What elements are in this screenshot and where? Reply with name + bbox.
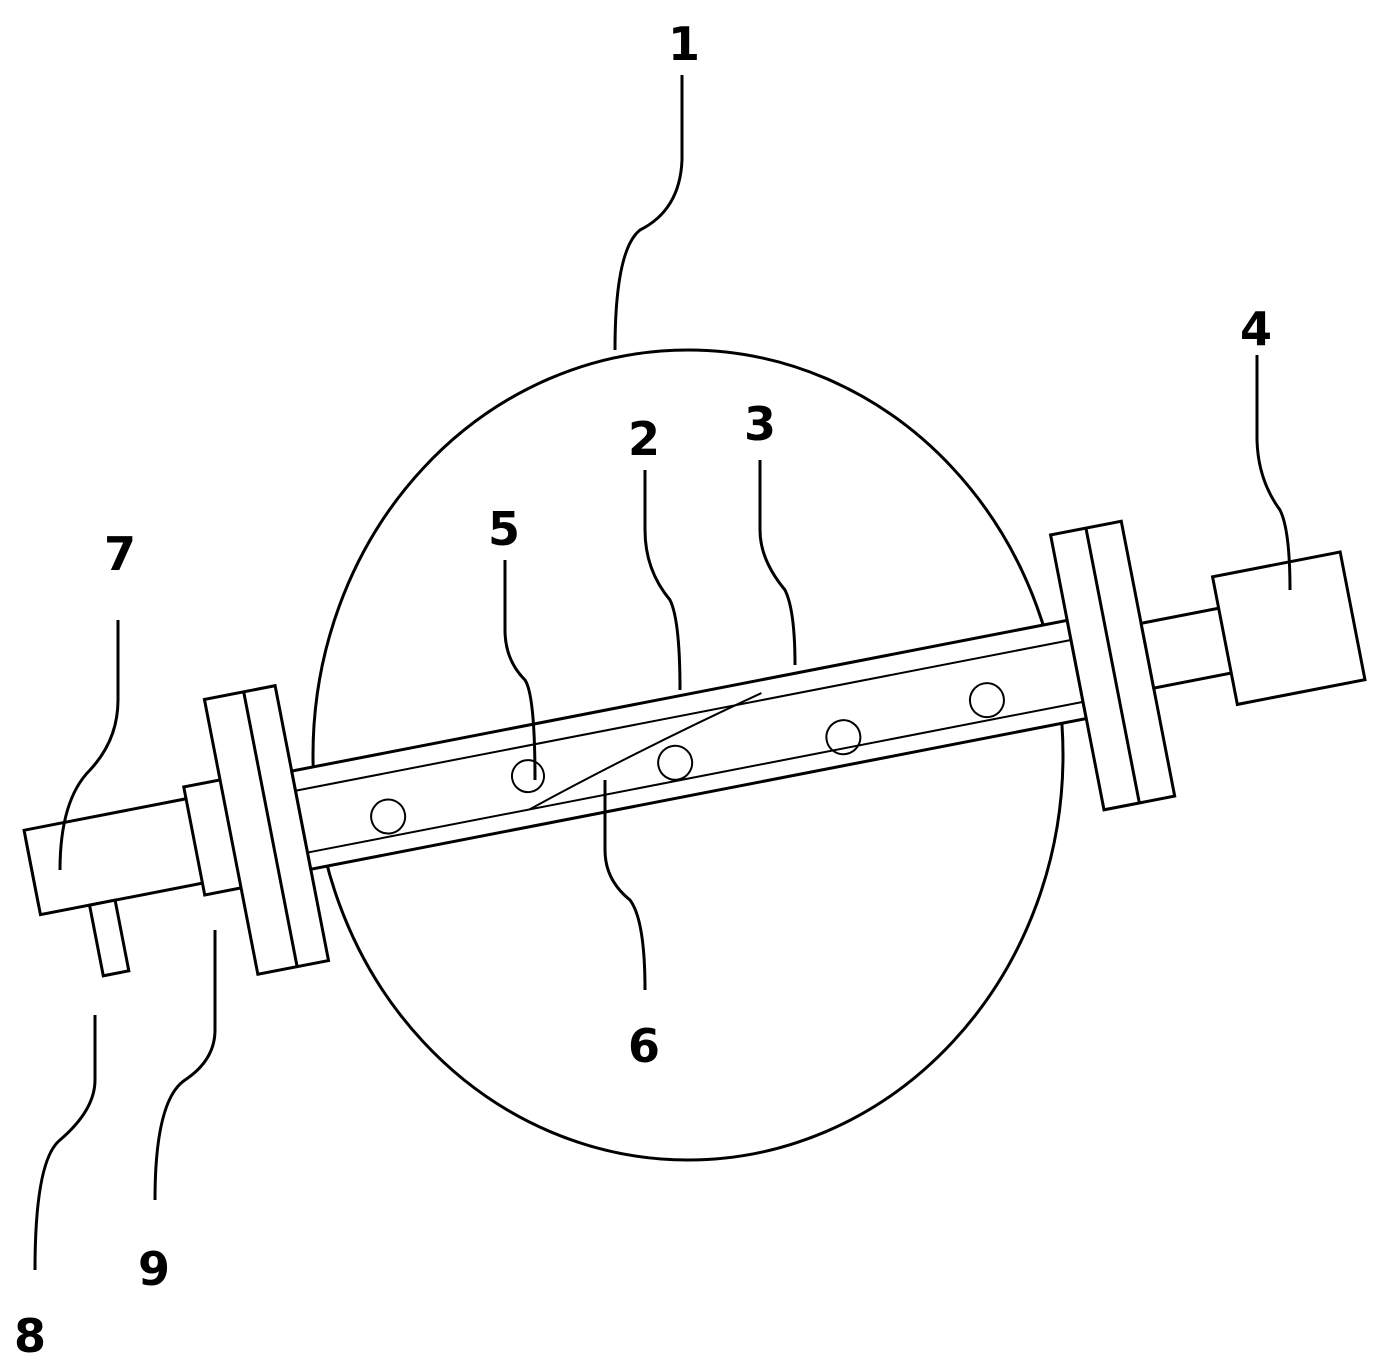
plate-2-edge — [295, 639, 1072, 792]
label-8: 8 — [14, 1309, 46, 1363]
leader-4 — [1255, 355, 1292, 591]
box-7 — [22, 796, 210, 917]
leader-7 — [58, 620, 120, 871]
hole — [825, 719, 862, 756]
leader-5 — [503, 560, 537, 781]
leader-9 — [153, 930, 217, 1201]
hole — [370, 798, 407, 835]
left-flange-divider — [242, 691, 299, 967]
label-5: 5 — [488, 502, 520, 556]
right-flange-divider — [1084, 527, 1141, 804]
box-4 — [1210, 550, 1367, 707]
divider-6 — [528, 692, 762, 811]
leader-1 — [613, 75, 684, 351]
hole — [657, 744, 694, 781]
hole — [510, 759, 545, 794]
housing-body — [311, 348, 1065, 1162]
label-4: 4 — [1240, 302, 1272, 356]
label-3: 3 — [744, 397, 776, 451]
label-9: 9 — [138, 1242, 170, 1296]
label-2: 2 — [628, 412, 660, 466]
leader-3 — [758, 460, 797, 666]
leader-6 — [603, 780, 647, 991]
shaft-assembly — [22, 519, 1367, 978]
plate-3-edge — [307, 700, 1084, 854]
label-6: 6 — [628, 1019, 660, 1073]
label-7: 7 — [104, 527, 136, 581]
leader-8 — [33, 1015, 97, 1271]
pipe-8 — [87, 898, 131, 978]
leader-2 — [643, 470, 682, 691]
label-1: 1 — [668, 17, 700, 71]
hole — [968, 682, 1005, 719]
